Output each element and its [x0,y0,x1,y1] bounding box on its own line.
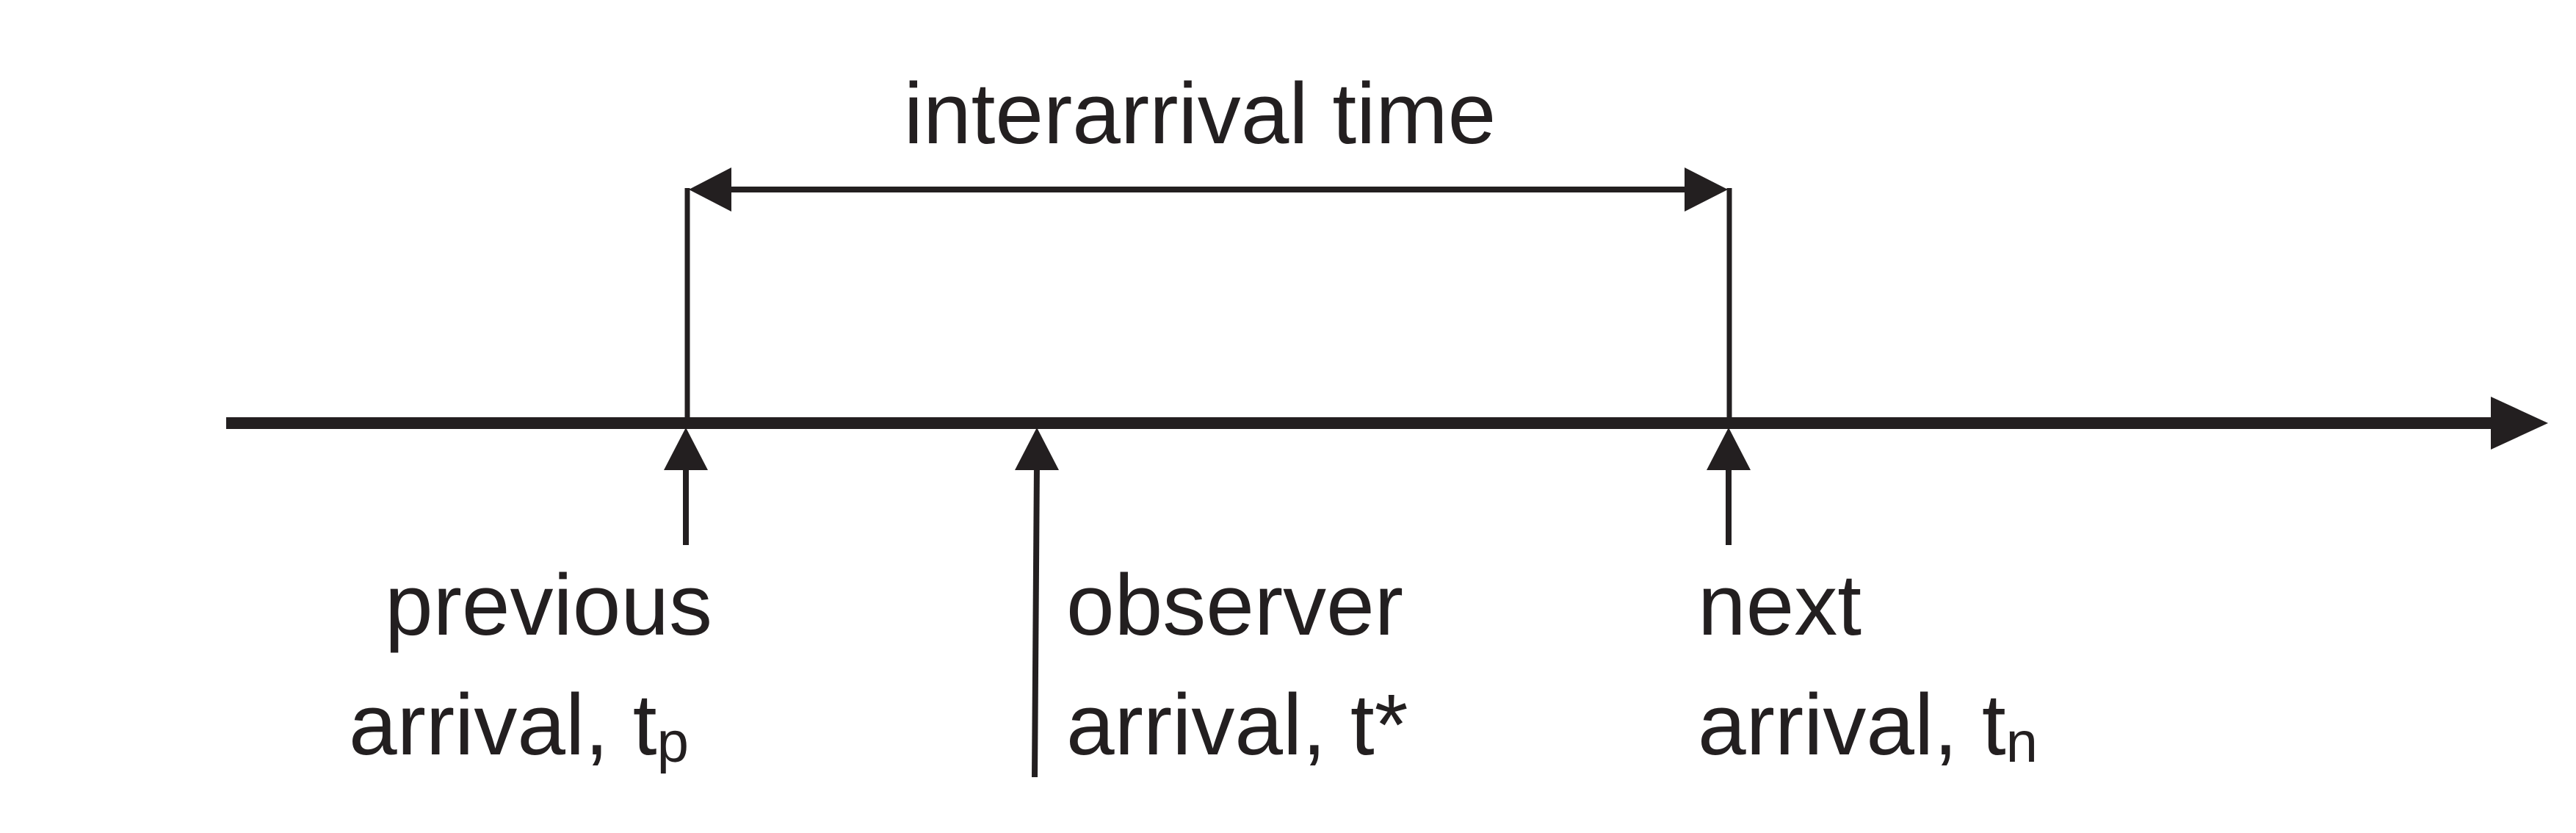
previous-label-main: arrival, t [349,677,657,774]
time-axis-arrowhead [2491,397,2548,450]
previous-arrival-label: previous arrival, tp [349,557,712,774]
bracket-left-arrowhead [689,167,731,212]
interarrival-bracket [684,167,1732,423]
previous-label-line2: arrival, tp [349,677,689,774]
interval-label: interarrival time [904,65,1497,162]
observer-arrival-label: observer arrival, t* [1066,557,1408,774]
observer-label-line2: arrival, t* [1066,677,1408,774]
next-arrival-label: next arrival, tn [1698,557,2038,774]
observer-arrival-stem [1032,462,1040,778]
observer-arrival-arrowhead [1015,428,1059,470]
next-label-line1: next [1698,557,1862,654]
next-label-subscript: n [2006,710,2038,774]
next-arrival-arrowhead [1707,428,1751,470]
observer-label-line1: observer [1066,557,1403,654]
next-arrival-pointer [1707,428,1751,545]
observer-arrival-pointer [1015,428,1059,778]
previous-label-line1: previous [385,557,712,654]
previous-label-subscript: p [657,710,689,774]
time-axis [226,397,2548,450]
previous-arrival-arrowhead [664,428,708,470]
bracket-right-arrowhead [1685,167,1728,212]
previous-arrival-pointer [664,428,708,545]
next-label-main: arrival, t [1698,677,2006,774]
next-label-line2: arrival, tn [1698,677,2038,774]
